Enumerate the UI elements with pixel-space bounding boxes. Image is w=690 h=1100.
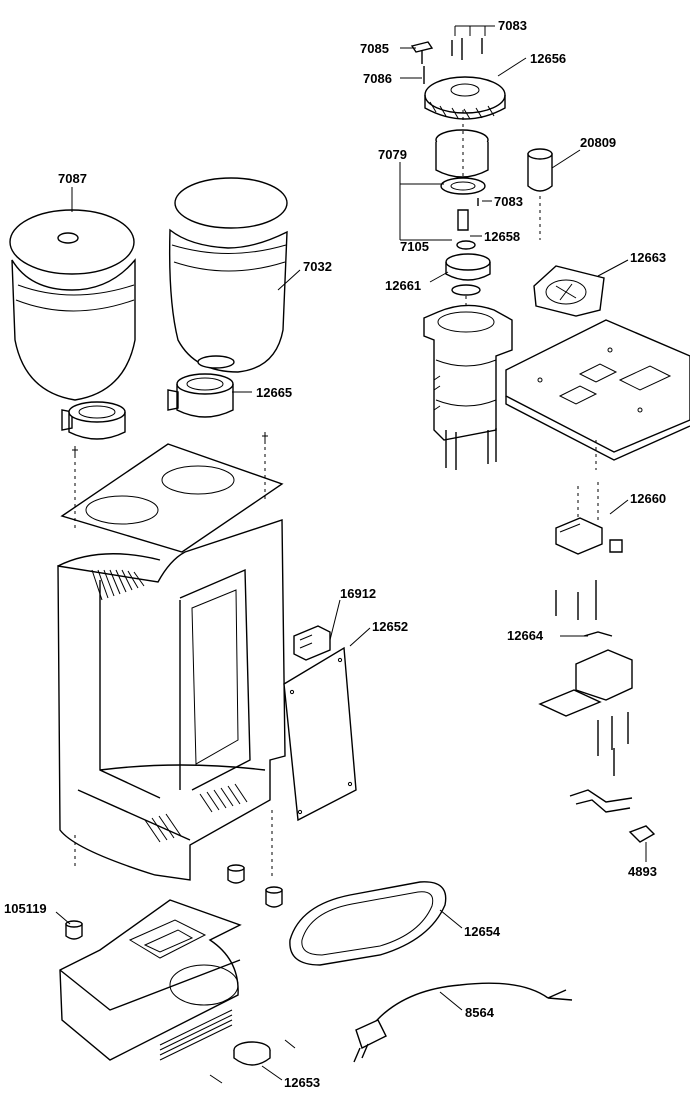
part-label-12658: 12658 [484, 229, 520, 244]
shaft-12658 [456, 209, 476, 250]
part-label-12653: 12653 [284, 1075, 320, 1090]
part-label-4893: 4893 [628, 864, 657, 879]
part-label-12656: 12656 [530, 51, 566, 66]
part-label-7079: 7079 [378, 147, 407, 162]
electronics-12660 [555, 482, 623, 555]
grinder-upper-burr-ring [410, 38, 506, 120]
part-label-7087: 7087 [58, 171, 87, 186]
part-label-7032: 7032 [303, 259, 332, 274]
part-label-7086: 7086 [363, 71, 392, 86]
grinder-housing [57, 519, 286, 881]
part-label-12652: 12652 [372, 619, 408, 634]
fan [533, 265, 605, 317]
motor [423, 304, 513, 470]
lower-burr [445, 253, 491, 310]
part-label-7083: 7083 [498, 18, 527, 33]
vent-grille-lower [144, 783, 248, 843]
switch-part [293, 625, 331, 661]
part-label-12660: 12660 [630, 491, 666, 506]
vent-grille-base [159, 1009, 233, 1061]
clip-4893 [569, 789, 656, 843]
part-label-12664: 12664 [507, 628, 544, 643]
capacitor [527, 148, 553, 240]
leader-lines [55, 25, 647, 1081]
part-label-12665: 12665 [256, 385, 292, 400]
part-label-8564: 8564 [465, 1005, 495, 1020]
part-label-105119: 105119 [4, 901, 47, 916]
side-panel [283, 646, 357, 822]
gasket-7079 [440, 177, 486, 206]
hopper-right [167, 177, 288, 418]
part-label-12661: 12661 [385, 278, 421, 293]
part-label-7083-lower: 7083 [494, 194, 523, 209]
part-labels: 7083 7085 12656 7086 20809 7079 7087 708… [4, 18, 666, 1090]
power-cord [353, 982, 573, 1063]
screws-12664 [555, 580, 613, 637]
part-label-16912: 16912 [340, 586, 376, 601]
part-label-7105: 7105 [400, 239, 429, 254]
part-label-12654: 12654 [464, 924, 501, 939]
hopper-left [9, 209, 136, 440]
knob-part [233, 1041, 271, 1066]
part-label-12663: 12663 [630, 250, 666, 265]
part-label-20809: 20809 [580, 135, 616, 150]
base-tray [59, 899, 296, 1084]
base-feet [65, 864, 283, 940]
part-label-7085: 7085 [360, 41, 389, 56]
bracket-lower [538, 649, 633, 776]
mounting-plate [505, 319, 690, 470]
vent-grille-upper [91, 569, 145, 601]
housing-top-plate [60, 432, 284, 553]
drip-tray [289, 881, 447, 966]
